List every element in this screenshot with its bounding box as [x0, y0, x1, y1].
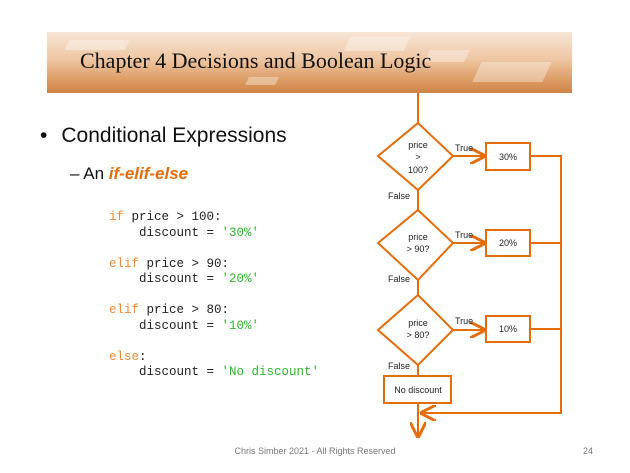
diamond-3-text: price [408, 318, 428, 328]
diamond-2-text: price [408, 232, 428, 242]
code-line: if price > 100: [109, 210, 222, 224]
diamond-2-text: > 90? [407, 244, 430, 254]
code-block: if price > 100: discount = '30%' elif pr… [109, 210, 319, 381]
true-label: True [455, 143, 473, 153]
code-line: elif price > 80: [109, 303, 230, 317]
code-line: discount = 'No discount' [109, 365, 320, 379]
diamond-1-text: > [415, 152, 420, 162]
diamond-1-text: price [408, 140, 428, 150]
bullet-text: Conditional Expressions [61, 124, 287, 147]
sub-bullet-text: An [83, 164, 109, 183]
sub-bullet: – An if-elif-else [70, 164, 188, 184]
code-line: discount = '30%' [109, 225, 260, 240]
box-30-text: 30% [499, 152, 517, 162]
code-line: discount = '20%' [109, 272, 260, 286]
false-label: False [388, 361, 410, 371]
diamond-1-text: 100? [408, 165, 428, 175]
true-label: True [455, 316, 473, 326]
code-line: elif price > 90: [109, 256, 230, 271]
footer-copyright: Chris Simber 2021 - All Rights Reserved [234, 446, 396, 456]
bullet-conditional-expressions: • Conditional Expressions [40, 124, 287, 148]
title-banner: Chapter 4 Decisions and Boolean Logic [47, 32, 572, 93]
box-10-text: 10% [499, 324, 517, 334]
sub-bullet-emphasis: if-elif-else [108, 164, 189, 183]
false-label: False [388, 191, 410, 201]
page-number: 24 [583, 446, 594, 456]
code-line: discount = '10%' [109, 318, 260, 333]
merge-line [422, 155, 562, 413]
diamond-3-text: > 80? [407, 330, 430, 340]
box-20-text: 20% [499, 238, 517, 248]
box-10 [485, 315, 531, 343]
false-label: False [388, 274, 410, 284]
code-line: else: [109, 349, 147, 364]
bullet-icon: • [40, 124, 48, 147]
true-label: True [455, 230, 473, 240]
slide-title: Chapter 4 Decisions and Boolean Logic [80, 48, 432, 73]
dash-icon: – [70, 164, 84, 183]
no-discount-text: No discount [394, 385, 442, 395]
